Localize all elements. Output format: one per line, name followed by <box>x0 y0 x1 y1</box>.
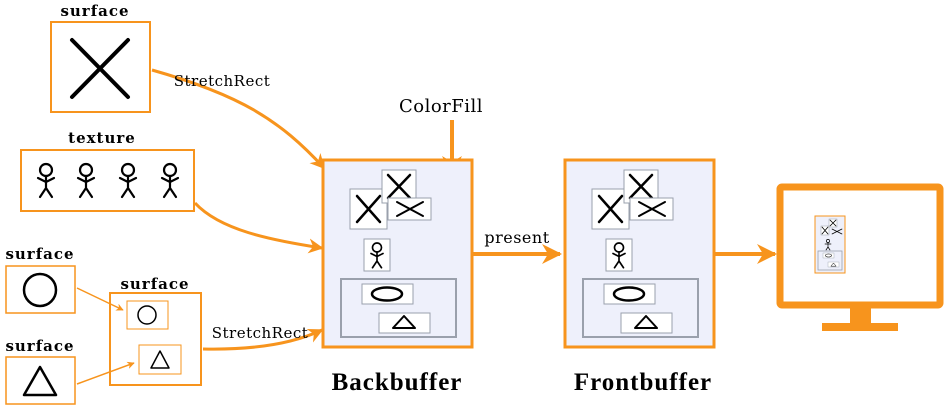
surface-combined-circle-slot <box>126 300 169 330</box>
triangle-surface-arrow <box>76 361 135 385</box>
cross-icon <box>628 173 654 200</box>
stretchrect-label-top: StretchRect <box>174 72 271 90</box>
surface-label-triangle: surface <box>5 337 74 355</box>
cross-icon <box>386 173 412 200</box>
circle-icon <box>22 272 58 308</box>
circle-icon <box>612 286 646 302</box>
present-label: present <box>484 228 549 247</box>
surface-label-combined: surface <box>120 275 189 293</box>
cross-icon <box>355 194 382 224</box>
surface-combined-triangle-slot <box>138 344 182 375</box>
surface-label-circle: surface <box>5 245 74 263</box>
stretchrect-arrow-top <box>151 68 326 170</box>
stretchrect-label-bottom: StretchRect <box>212 324 309 342</box>
colorfill-label: ColorFill <box>399 96 483 117</box>
backbuffer-label: Backbuffer <box>332 369 463 396</box>
circle-surface-arrow <box>76 287 124 311</box>
stretchrect-arrow-bottom <box>202 328 324 351</box>
triangle-icon <box>22 365 58 397</box>
cross-icon <box>638 201 666 217</box>
stick-figure-icon <box>36 162 180 199</box>
surface-label-top: surface <box>60 2 129 20</box>
monitor-icon <box>776 183 944 331</box>
texture-arrow <box>193 201 324 254</box>
circle-icon <box>137 305 157 325</box>
cross-icon <box>70 38 130 99</box>
surface-combined-box <box>109 292 202 386</box>
frontbuffer <box>563 158 716 349</box>
surface-triangle-box <box>5 356 76 405</box>
cross-icon <box>597 194 624 224</box>
circle-icon <box>370 286 404 302</box>
texture-label: texture <box>68 129 136 147</box>
triangle-icon <box>150 350 170 369</box>
backbuffer <box>321 158 474 349</box>
cross-icon <box>396 201 424 217</box>
frontbuffer-label: Frontbuffer <box>574 369 712 396</box>
triangle-icon <box>392 315 416 329</box>
surface-circle-box <box>5 265 76 314</box>
texture-box <box>20 149 195 212</box>
surface-top-box <box>50 21 151 113</box>
triangle-icon <box>634 315 658 329</box>
